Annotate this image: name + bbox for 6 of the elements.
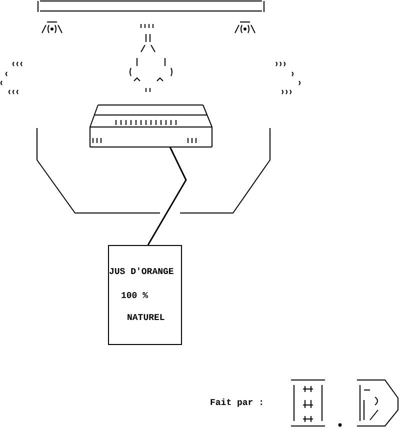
carton-text: JUS D'ORANGE (109, 267, 174, 277)
credit-text: Fait par : (210, 398, 264, 408)
juice-carton (108, 245, 182, 345)
straw-line (147, 146, 187, 246)
carton-text: 100 % (121, 291, 148, 301)
carton-text: NATUREL (127, 313, 165, 323)
